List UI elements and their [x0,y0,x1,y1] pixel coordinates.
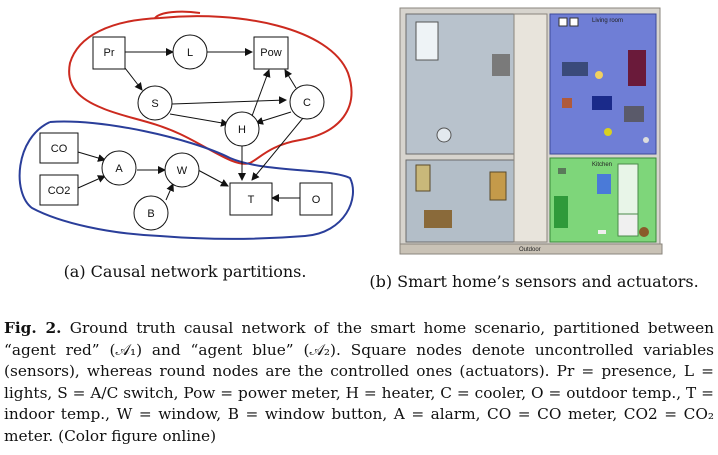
node-w: W [164,152,200,188]
node-co: CO [39,132,79,164]
node-pow: Pow [253,36,289,70]
svg-text:H: H [238,124,246,136]
edges [77,48,304,202]
svg-text:Pow: Pow [260,47,281,59]
svg-text:W: W [177,165,188,177]
svg-text:B: B [147,208,154,220]
figure-caption-text: Ground truth causal network of the smart… [4,319,714,445]
kitchen-label: Kitchen [592,162,612,168]
node-c: C [289,84,325,120]
outdoor-strip [399,243,663,255]
causal-network-diagram: Pr Pow CO CO2 T O L S C H A W [18,10,354,240]
subcaption-b: (b) Smart home’s sensors and actuators. [369,272,699,291]
node-s: S [137,85,173,121]
svg-text:O: O [312,194,321,206]
svg-text:T: T [248,194,255,206]
svg-text:CO2: CO2 [48,185,71,197]
node-co2: CO2 [39,174,79,206]
node-b: B [133,195,169,231]
outdoor-label: Outdoor [519,247,541,253]
svg-text:S: S [151,98,158,110]
node-a: A [101,150,137,186]
figure-caption: Fig. 2. Ground truth causal network of t… [4,318,714,447]
smart-home-render: Living room Kitchen Outdoor [392,0,667,262]
figure-label: Fig. 2. [4,319,62,337]
node-l: L [172,34,208,70]
svg-text:C: C [303,97,311,109]
subcaption-a: (a) Causal network partitions. [63,262,307,281]
node-t: T [229,182,273,216]
blue-partition-outline [18,120,354,240]
node-h: H [224,111,260,147]
svg-text:Pr: Pr [104,47,115,59]
svg-text:L: L [187,47,193,59]
red-partition-outline [68,15,353,165]
node-o: O [299,182,333,216]
svg-text:CO: CO [51,143,68,155]
node-pr: Pr [92,36,126,70]
svg-text:A: A [115,163,123,175]
red-partition-tail [154,10,201,19]
living-room-label: Living room [592,18,623,24]
